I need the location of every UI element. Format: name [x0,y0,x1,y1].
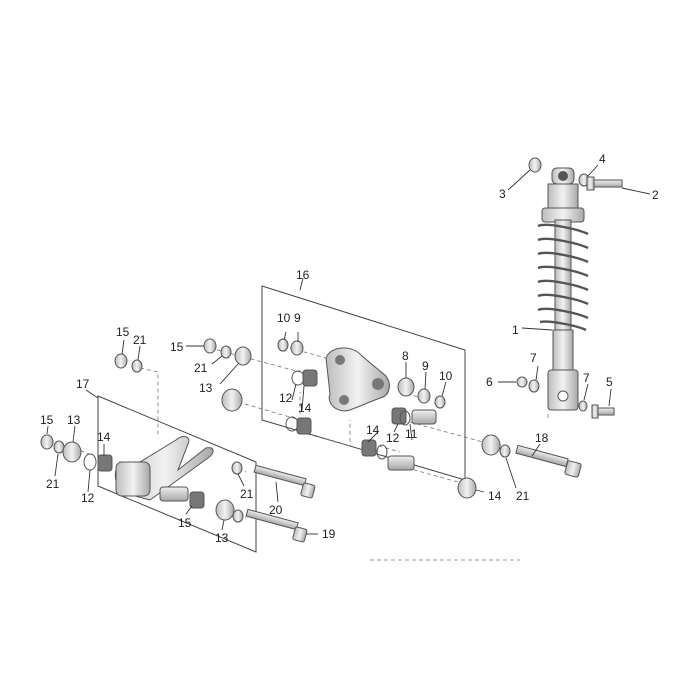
shock-absorber [537,167,589,411]
callout-labels: 3 4 2 1 7 6 7 5 16 10 9 8 9 10 12 14 14 … [40,152,659,545]
callout-9: 9 [294,311,301,325]
callout-15: 15 [116,325,130,339]
callout-21: 21 [240,487,254,501]
callout-5: 5 [606,375,613,389]
callout-16: 16 [296,268,310,282]
callout-8: 8 [402,349,409,363]
lower-left-washers [40,434,82,463]
callout-10: 10 [439,369,453,383]
callout-15: 15 [40,413,54,427]
callout-14: 14 [366,423,380,437]
callout-13: 14 [488,489,502,503]
callout-15: 15 [170,340,184,354]
callout-7: 7 [530,351,537,365]
callout-3: 3 [499,187,506,201]
leader-lines [46,164,651,535]
callout-4: 4 [599,152,606,166]
upper-left-washers [114,338,252,412]
rocker-link [325,347,390,412]
callout-19: 19 [322,527,336,541]
swing-arm [83,436,214,509]
callout-17: 17 [76,377,90,391]
callout-13: 13 [199,381,213,395]
callout-10: 10 [277,311,291,325]
callout-21: 21 [516,489,530,503]
callout-18: 18 [535,431,549,445]
callout-14: 15 [178,516,192,530]
callout-9: 9 [422,359,429,373]
callout-12: 12 [386,431,400,445]
callout-21: 21 [46,477,60,491]
callout-12: 12 [279,391,293,405]
rocker-small-parts [277,338,446,471]
callout-13: 13 [67,413,81,427]
shock-bottom-fasteners [516,376,615,419]
callout-11: 11 [405,427,418,441]
callout-21: 21 [133,333,147,347]
callout-2: 2 [652,188,659,202]
callout-7: 7 [583,371,590,385]
callout-1: 1 [512,323,519,337]
callout-12: 12 [81,491,95,505]
shock-top-fasteners [528,157,623,191]
callout-20: 20 [269,503,283,517]
bolts-and-washers [215,434,582,543]
callout-21: 21 [194,361,208,375]
callout-13: 13 [215,531,229,545]
callout-14: 14 [97,430,111,444]
callout-14: 14 [298,401,312,415]
callout-6: 6 [486,375,493,389]
